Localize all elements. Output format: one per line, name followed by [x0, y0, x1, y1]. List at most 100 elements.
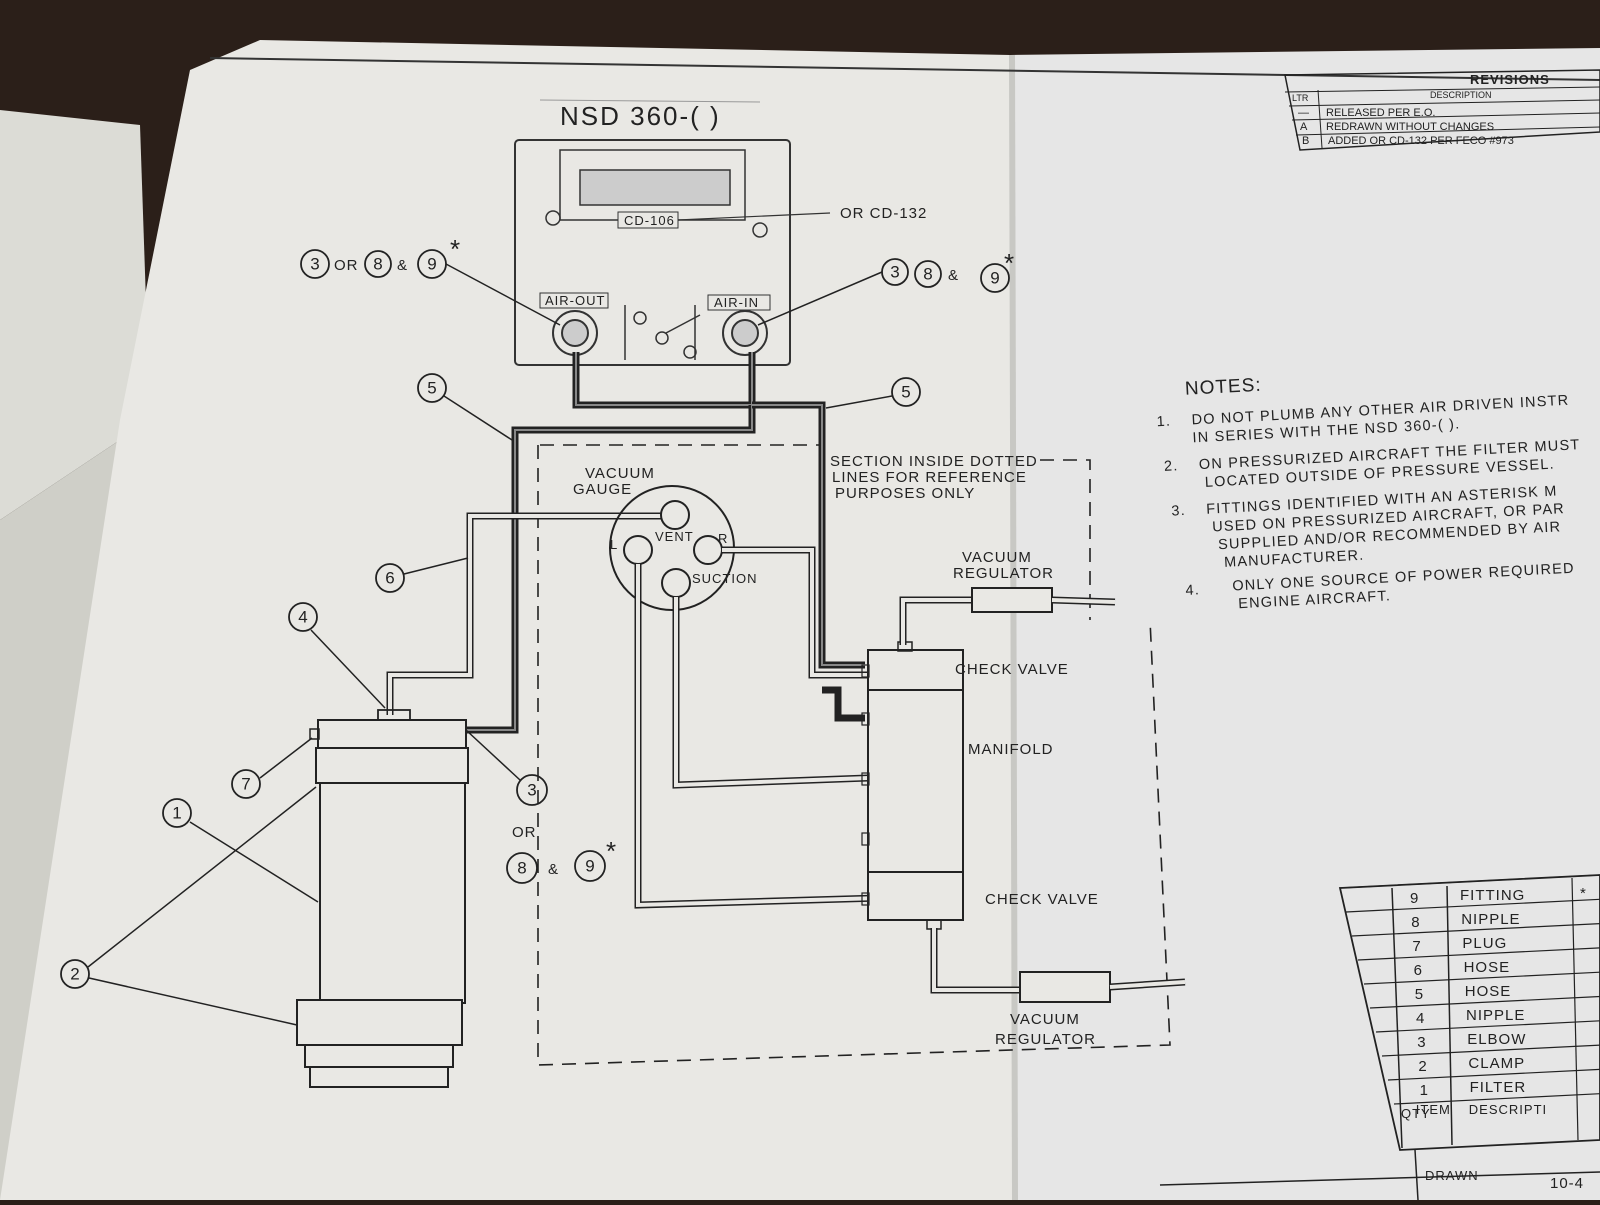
svg-text:*: * [1004, 248, 1016, 278]
svg-text:VENT: VENT [655, 529, 694, 544]
svg-text:VACUUM: VACUUM [1010, 1011, 1080, 1028]
callout-plug-7: 7 [231, 737, 313, 799]
svg-text:10-4: 10-4 [1550, 1175, 1584, 1192]
parts-header-qty: QTY [1401, 1106, 1431, 1121]
svg-text:GAUGE: GAUGE [573, 481, 632, 498]
parts-row-line [1369, 995, 1600, 1009]
svg-text:9: 9 [990, 268, 999, 287]
parts-row-line [1339, 874, 1600, 889]
svg-text:OR: OR [512, 824, 537, 841]
svg-text:1: 1 [172, 803, 181, 822]
svg-text:7: 7 [241, 774, 250, 793]
nsd-360-instrument: CD-106 OR CD-132 AIR-OUT AIR-IN [514, 139, 927, 366]
parts-item-description: NIPPLE [1461, 911, 1520, 928]
callout-hose-6: 6 [375, 557, 469, 593]
parts-header-desc: DESCRIPTI [1469, 1102, 1547, 1117]
svg-text:1.: 1. [1156, 414, 1171, 431]
page-fold [1009, 54, 1018, 1201]
connector-label: CD-106 [624, 213, 675, 228]
air-in-port [722, 310, 768, 356]
section-note-line-3: PURPOSES ONLY [835, 485, 975, 502]
section-note-line-1: SECTION INSIDE DOTTED [830, 453, 1038, 470]
parts-item-description: PLUG [1462, 935, 1507, 952]
svg-text:RELEASED PER E.O.: RELEASED PER E.O. [1326, 107, 1435, 119]
svg-text:3.: 3. [1171, 503, 1186, 520]
knob-icon [655, 331, 669, 345]
svg-text:&: & [397, 257, 408, 274]
svg-text:&: & [948, 267, 959, 284]
parts-item-description: FILTER [1470, 1079, 1527, 1096]
svg-text:*: * [450, 234, 462, 264]
screw-icon [545, 210, 561, 226]
svg-text:—: — [1298, 107, 1309, 119]
dotted-section-boundary [537, 445, 1171, 1066]
parts-item-description: HOSE [1465, 983, 1512, 1000]
svg-text:&: & [548, 861, 559, 878]
parts-row-line [1351, 923, 1600, 937]
parts-item-number: 9 [1410, 890, 1419, 907]
svg-text:3: 3 [310, 254, 319, 273]
svg-text:8: 8 [373, 254, 382, 273]
callout-hose-5-right: 5 [825, 377, 921, 409]
parts-item-description: FITTING [1460, 887, 1525, 904]
svg-text:B: B [1302, 135, 1309, 147]
svg-text:4: 4 [298, 607, 307, 626]
svg-text:5: 5 [901, 382, 910, 401]
screw-icon [683, 345, 697, 359]
right-drawing-page [1010, 48, 1600, 1200]
parts-item-number: 6 [1414, 962, 1423, 979]
parts-row-line [1375, 1020, 1600, 1033]
svg-text:DRAWN: DRAWN [1425, 1168, 1479, 1183]
parts-item-description: HOSE [1464, 959, 1511, 976]
svg-text:DESCRIPTION: DESCRIPTION [1430, 90, 1492, 100]
svg-text:OR: OR [334, 257, 359, 274]
parts-row-line [1357, 947, 1600, 961]
screw-icon [633, 311, 647, 325]
svg-text:9: 9 [585, 856, 594, 875]
left-page-edge [0, 110, 150, 520]
svg-text:3: 3 [890, 262, 899, 281]
svg-text:5: 5 [427, 378, 436, 397]
svg-text:A: A [1300, 121, 1308, 133]
title-block: DRAWN 10-4 [1159, 1149, 1600, 1201]
manifold-assembly [861, 641, 964, 930]
check-valve-bottom-label: CHECK VALVE [985, 891, 1099, 908]
parts-row-line [1387, 1068, 1600, 1081]
callout-air-out: 3 OR 8 & 9 * [300, 234, 561, 326]
svg-text:*: * [606, 836, 618, 866]
check-valve-top-label: CHECK VALVE [955, 661, 1069, 678]
svg-text:8: 8 [923, 264, 932, 283]
svg-text:6: 6 [385, 568, 394, 587]
parts-item-number: 3 [1417, 1034, 1426, 1051]
revisions-block: REVISIONS LTR DESCRIPTION — RELEASED PER… [1284, 69, 1600, 151]
screw-icon [752, 222, 768, 238]
svg-text:VACUUM: VACUUM [585, 465, 655, 482]
svg-text:VACUUM: VACUUM [962, 549, 1032, 566]
gauge-left-port [623, 535, 653, 565]
gauge-suction-port [661, 568, 691, 598]
gauge-vent-port [660, 500, 690, 530]
parts-item-number: 1 [1420, 1082, 1429, 1099]
air-in-label: AIR-IN [714, 295, 759, 310]
left-drawing-page [0, 40, 1015, 1200]
parts-item-description: CLAMP [1468, 1055, 1525, 1072]
border-line-top [209, 57, 1600, 81]
svg-text:2: 2 [70, 964, 79, 983]
svg-text:REDRAWN WITHOUT CHANGES: REDRAWN WITHOUT CHANGES [1326, 121, 1494, 133]
hose-5-lines [466, 352, 865, 734]
svg-text:L: L [610, 537, 618, 552]
svg-text:9: 9 [427, 254, 436, 273]
svg-text:ADDED OR CD-132 PER FECO #973: ADDED OR CD-132 PER FECO #973 [1328, 135, 1514, 147]
svg-text:LTR: LTR [1292, 93, 1309, 103]
callout-nipple-4: 4 [288, 602, 386, 709]
callout-hose-5-left: 5 [417, 373, 513, 441]
callout-elbow: 3 OR 8 & 9 * [465, 729, 618, 884]
alt-connector-label: OR CD-132 [840, 205, 927, 222]
svg-text:REGULATOR: REGULATOR [953, 565, 1054, 582]
svg-text:SUCTION: SUCTION [692, 571, 758, 586]
connector [579, 169, 731, 206]
drawing-title: NSD 360-( ) [560, 101, 721, 131]
parts-item-description: ELBOW [1467, 1031, 1526, 1048]
